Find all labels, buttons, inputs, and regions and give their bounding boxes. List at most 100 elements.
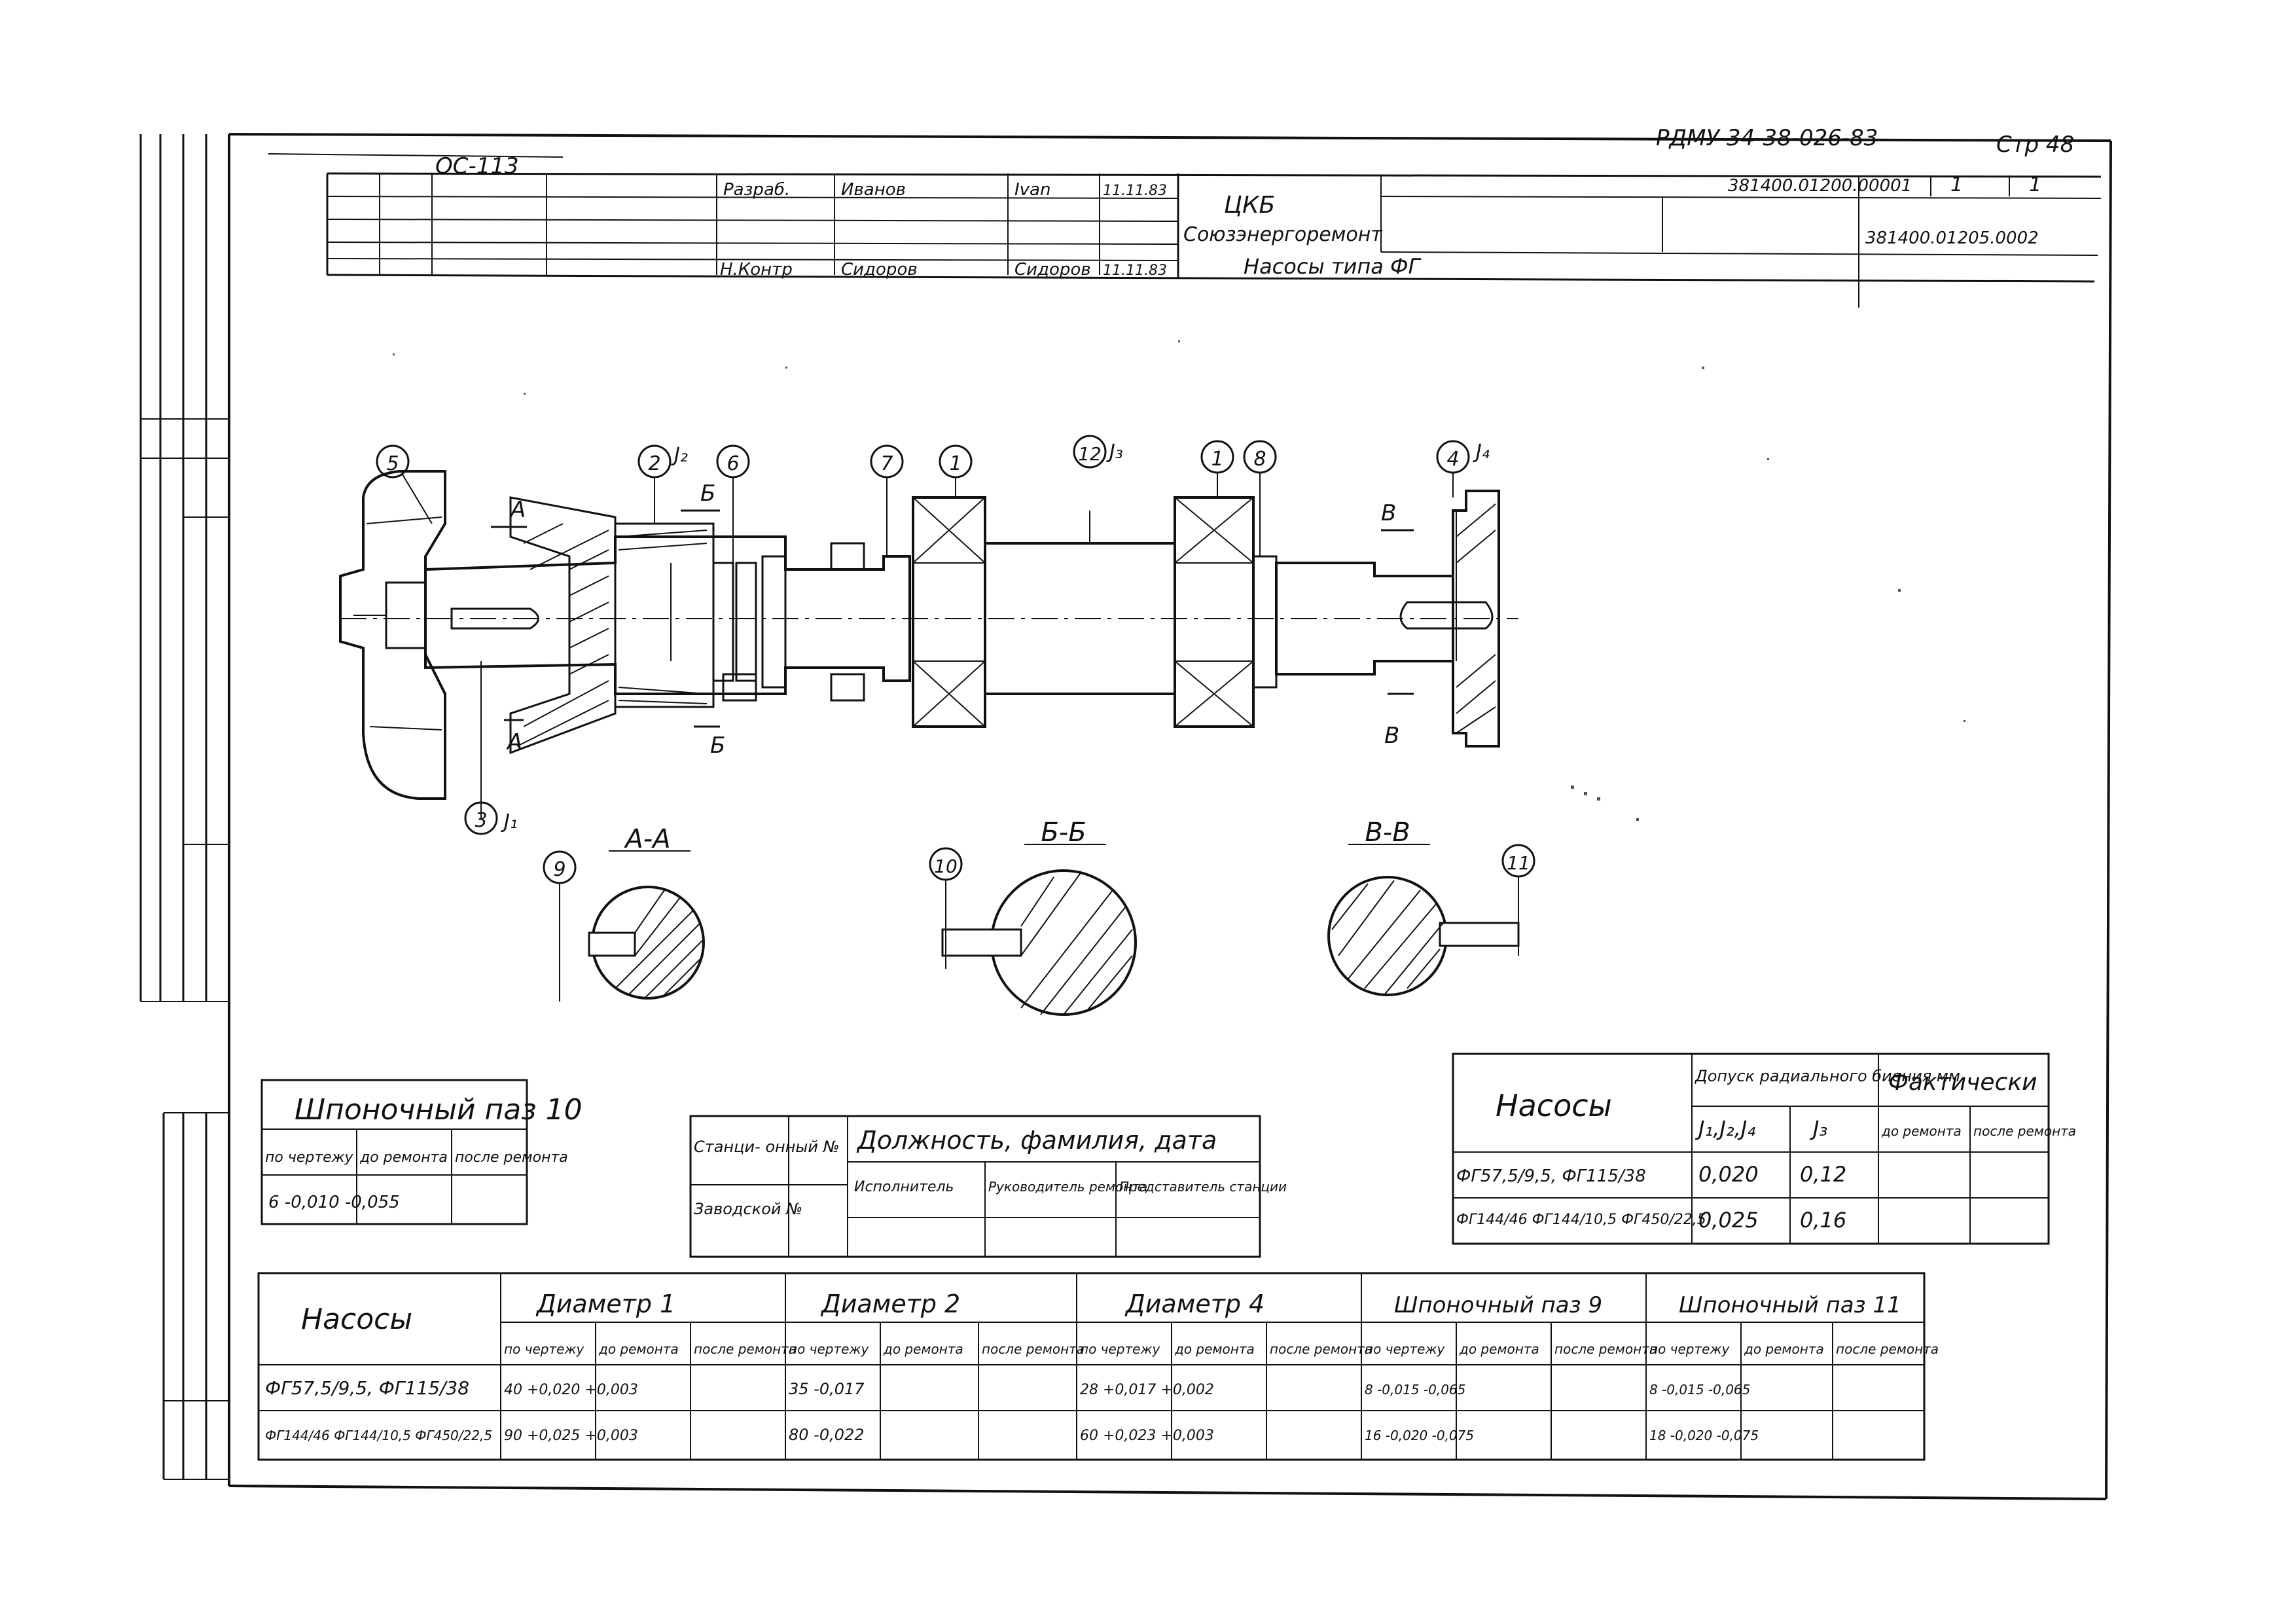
drawing-title: Насосы типа ФГ (1244, 254, 1422, 279)
doc-code: РДМУ 34-38-026-83 (1656, 125, 1878, 151)
runout-sub-before: до ремонта (1881, 1123, 1962, 1139)
group-diameter-2: Диаметр 2 (820, 1290, 960, 1318)
col-repair-head: Руководитель ремонта (988, 1179, 1147, 1195)
callout-12: 12 (1078, 443, 1102, 465)
key-groove-col-before: до ремонта (359, 1149, 448, 1166)
callout-5: 5 (386, 452, 399, 475)
key-groove-value: 6 -0,010 -0,055 (268, 1193, 400, 1212)
sheet-number: 1 (1950, 173, 1963, 196)
station-no-label: Станци- онный № (694, 1138, 840, 1156)
sub-d4-before: до ремонта (1174, 1341, 1255, 1357)
runout-row1-j: 0,020 (1698, 1162, 1759, 1187)
section-b-label: Б-Б (1041, 818, 1086, 848)
page-number: Стр 48 (1996, 132, 2074, 158)
main-subheaders: по чертежу до ремонта после ремонта по ч… (504, 1341, 1939, 1357)
scan-noise (393, 340, 1965, 821)
callout-4: 4 (1446, 448, 1459, 471)
runout-table (1452, 1053, 2050, 1245)
sub-k9-drawing: по чертежу (1365, 1341, 1445, 1357)
sub-k9-before: до ремонта (1459, 1341, 1539, 1357)
runout-row2-j3: 0,16 (1800, 1208, 1846, 1233)
sub-d2-drawing: по чертежу (789, 1341, 869, 1357)
org-name: Союзэнергоремонт (1183, 223, 1383, 246)
station-table-header: Должность, фамилия, дата (856, 1126, 1217, 1155)
drawing-number-2: 381400.01205.0002 (1865, 228, 2039, 248)
j4-mark: J₄ (1473, 441, 1490, 463)
main-row1-d4: 28 +0,017 +0,002 (1080, 1382, 1214, 1398)
callout-8: 8 (1253, 448, 1266, 471)
developer-signature: Ivan (1014, 180, 1050, 200)
runout-sub-j3: J₃ (1809, 1116, 1827, 1141)
runout-row1-j3: 0,12 (1800, 1162, 1846, 1187)
title-block (326, 172, 2102, 308)
j3-mark: J₃ (1106, 441, 1123, 463)
factory-no-label: Заводской № (694, 1200, 802, 1218)
station-table (689, 1115, 1261, 1258)
shaft-assembly (339, 470, 1518, 818)
cut-b-bottom: Б (710, 732, 725, 759)
sub-d4-after: после ремонта (1270, 1341, 1372, 1357)
section-views: А-А Б-Б В-В (559, 818, 1520, 1016)
cut-arrows (491, 509, 1414, 728)
callout-3: 3 (475, 809, 487, 832)
cut-v-top: В (1381, 500, 1396, 526)
main-table (257, 1272, 1926, 1461)
j2-mark: J₂ (671, 444, 688, 467)
frame (139, 133, 2112, 1500)
runout-row2-j: 0,025 (1698, 1208, 1759, 1233)
callout-10: 10 (934, 856, 958, 877)
runout-col-actual: Фактически (1888, 1069, 2037, 1096)
drawing-number: 381400.01200.00001 (1728, 176, 1912, 196)
controller-signature: Сидоров (1014, 260, 1091, 280)
sub-d2-after: после ремонта (982, 1341, 1085, 1357)
main-row2-k9: 16 -0,020 -0,075 (1365, 1428, 1474, 1443)
main-row1-d2: 35 -0,017 (789, 1380, 865, 1398)
runout-col-pumps: Насосы (1496, 1088, 1612, 1123)
sub-d1-drawing: по чертежу (504, 1341, 584, 1357)
callout-9: 9 (553, 858, 565, 881)
developer-date: 11.11.83 (1103, 183, 1167, 199)
callout-2: 2 (648, 452, 660, 475)
callout-1-right: 1 (1211, 448, 1223, 471)
callout-11: 11 (1507, 852, 1530, 874)
main-row1-d1: 40 +0,020 +0,003 (504, 1382, 638, 1398)
sub-d1-after: после ремонта (694, 1341, 797, 1357)
runout-sub-j: J₁,J₂,J₄ (1695, 1116, 1755, 1141)
main-row1-k9: 8 -0,015 -0,065 (1365, 1382, 1465, 1398)
callout-6: 6 (726, 452, 739, 475)
developer-name: Иванов (841, 180, 906, 200)
sub-d4-drawing: по чертежу (1080, 1341, 1160, 1357)
main-col-pumps: Насосы (301, 1303, 412, 1336)
cut-a-bottom: А (506, 729, 522, 755)
cut-v-bottom: В (1384, 723, 1399, 749)
runout-sub-after: после ремонта (1973, 1123, 2076, 1139)
group-diameter-1: Диаметр 1 (535, 1290, 675, 1318)
controller-label: Н.Контр (720, 260, 793, 280)
group-key-groove-9: Шпоночный паз 9 (1394, 1292, 1602, 1318)
main-row2-pump: ФГ144/46 ФГ144/10,5 ФГ450/22,5 (265, 1428, 492, 1443)
developer-label: Разраб. (723, 180, 790, 200)
main-row2-k11: 18 -0,020 -0,075 (1649, 1428, 1759, 1443)
main-row1-pump: ФГ57,5/9,5, ФГ115/38 (265, 1377, 469, 1399)
sub-d2-before: до ремонта (883, 1341, 963, 1357)
group-key-groove-11: Шпоночный паз 11 (1679, 1292, 1901, 1318)
callouts: 5 2 6 7 1 12 1 8 4 3 9 10 11 (376, 435, 1535, 884)
key-groove-title: Шпоночный паз 10 (295, 1093, 583, 1127)
key-groove-table (260, 1079, 528, 1225)
sub-k9-after: после ремонта (1554, 1341, 1657, 1357)
main-row2-d1: 90 +0,025 +0,003 (504, 1428, 638, 1444)
sub-k11-drawing: по чертежу (1649, 1341, 1730, 1357)
callout-1-left: 1 (949, 452, 961, 475)
section-a-label: А-А (623, 824, 670, 854)
org-abbrev: ЦКБ (1224, 192, 1275, 219)
section-v-label: В-В (1365, 818, 1410, 848)
cut-a-top: А (509, 497, 526, 523)
key-groove-col-drawing: по чертежу (265, 1149, 354, 1166)
sub-d1-before: до ремонта (598, 1341, 679, 1357)
sheet-count: 1 (2029, 173, 2041, 196)
runout-row2-pump: ФГ144/46 ФГ144/10,5 ФГ450/22,5 (1456, 1212, 1706, 1228)
runout-col-tolerance: Допуск радиального биения мм (1695, 1067, 1960, 1085)
main-row2-d4: 60 +0,023 +0,003 (1080, 1428, 1214, 1444)
main-row2-d2: 80 -0,022 (789, 1426, 865, 1444)
controller-date: 11.11.83 (1103, 262, 1167, 279)
